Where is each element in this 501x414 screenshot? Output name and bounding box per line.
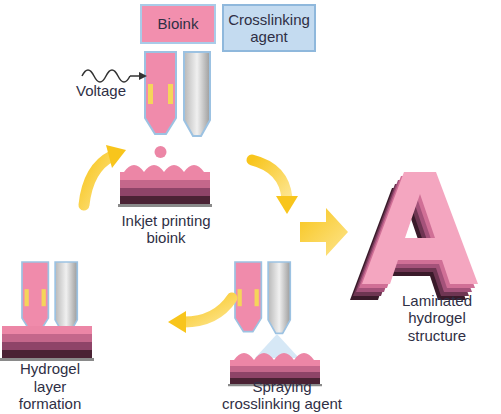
signal-label: Voltage: [76, 82, 146, 99]
box-label: Crosslinking agent: [228, 11, 310, 46]
bioink-box: Bioink: [140, 4, 216, 44]
crosslinker-box: Crosslinking agent: [222, 4, 316, 52]
stage-label: Laminated hydrogel structure: [377, 292, 497, 344]
stage-label: Spraying crosslinking agent: [212, 378, 352, 413]
stage-label: Inkjet printing bioink: [106, 212, 226, 247]
stage-label: Hydrogel layer formation: [3, 360, 97, 412]
box-label: Bioink: [158, 15, 199, 32]
